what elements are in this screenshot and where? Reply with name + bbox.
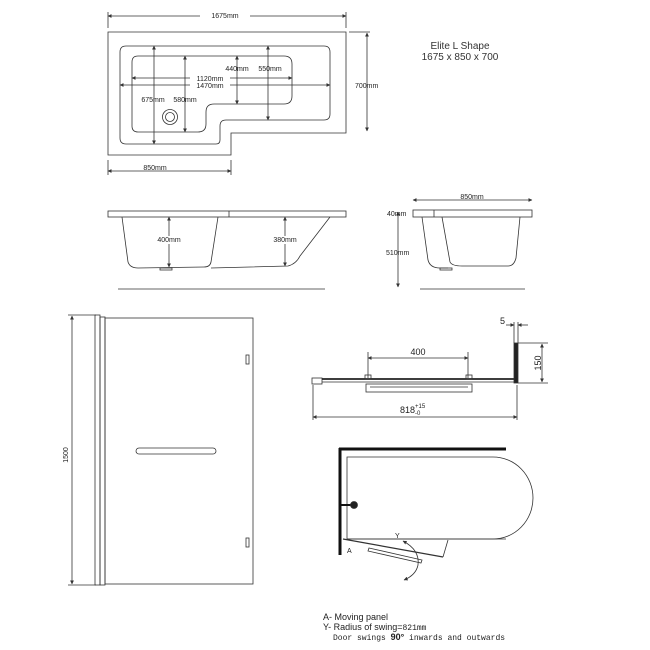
end-height-label: 510mm: [386, 250, 410, 257]
screen-plan: [311, 322, 548, 420]
end-rim-label: 40mm: [387, 211, 407, 218]
plan-shower-end-label: 850mm: [143, 165, 167, 172]
tolerance-plus: +15: [415, 404, 426, 410]
product-dimensions: 1675 x 850 x 700: [422, 52, 499, 63]
legend-swing: Door swings 90° inwards and outwards: [333, 632, 505, 643]
plan-width-440: 440mm: [225, 66, 249, 73]
swing-diagram: [338, 447, 534, 581]
legend-swing-angle: 90°: [391, 632, 405, 642]
plan-inner-length-1470: 1470mm: [196, 83, 223, 90]
legend-radius-value: 821mm: [402, 624, 426, 633]
legend: A- Moving panel Y- Radius of swing=821mm…: [323, 612, 505, 643]
glass-thickness-label: 5: [500, 316, 505, 326]
plan-width-550: 550mm: [258, 66, 282, 73]
legend-moving-panel: A- Moving panel: [323, 612, 388, 622]
legend-swing-suffix: inwards and outwards: [404, 634, 505, 643]
legend-swing-prefix: Door swings: [333, 634, 391, 643]
plan-view-labels: 1675mm 1120mm 1470mm 440mm 550mm 675mm 5…: [141, 10, 379, 172]
side-depth-right: 380mm: [273, 237, 297, 244]
plan-width-675: 675mm: [141, 97, 165, 104]
label-y: Y: [395, 533, 400, 540]
end-view: [396, 198, 533, 290]
plan-inner-length-1120: 1120mm: [197, 76, 224, 83]
label-a: A: [347, 548, 352, 555]
side-view: [107, 210, 347, 290]
legend-radius: Y- Radius of swing=821mm: [323, 622, 427, 633]
screen-width-label: 818: [400, 405, 415, 415]
legend-radius-prefix: Y- Radius of swing=: [323, 622, 402, 632]
tolerance-minus: -0: [415, 411, 421, 417]
side-depth-left: 400mm: [157, 237, 181, 244]
screen-elevation: [68, 314, 254, 586]
plan-width-label: 700mm: [355, 83, 379, 90]
screen-height-label: 1500: [63, 447, 70, 463]
plan-view: [107, 12, 370, 175]
plan-length-label: 1675mm: [211, 13, 238, 20]
return-depth-label: 150: [533, 355, 543, 370]
product-title: Elite L Shape: [430, 41, 490, 52]
end-width-label: 850mm: [460, 194, 484, 201]
plan-width-580: 580mm: [173, 97, 197, 104]
handle-spacing-label: 400: [410, 347, 425, 357]
